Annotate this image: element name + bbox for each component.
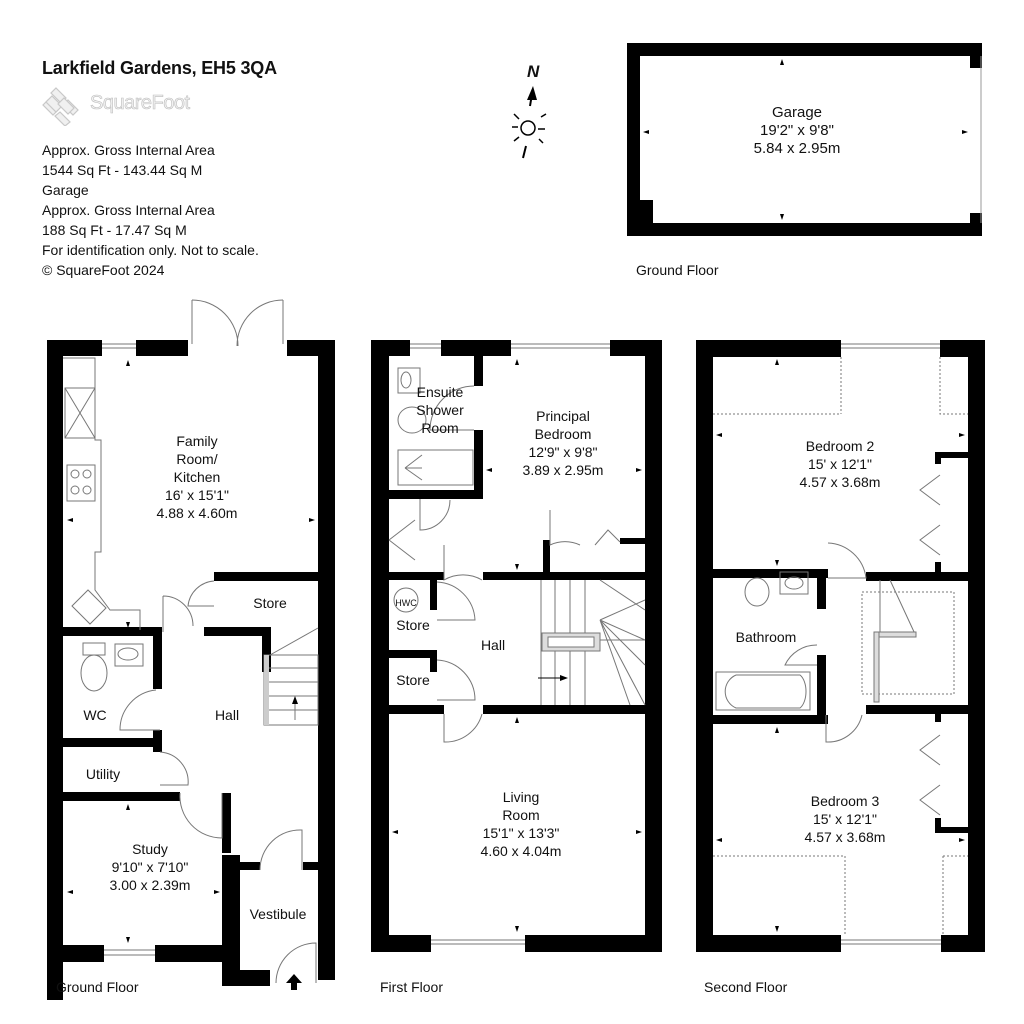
info-line: Approx. Gross Internal Area [42, 202, 215, 218]
room-imperial: 19'2" x 9'8" [760, 122, 834, 139]
info-line: Approx. Gross Internal Area [42, 142, 215, 158]
ground-floor-label: Ground Floor [56, 979, 139, 995]
room-label-hall: Hall [214, 707, 240, 723]
room-name: Principal [536, 408, 590, 424]
first-floor-plan [371, 340, 662, 952]
second-floor-label: Second Floor [704, 979, 788, 995]
room-name: Bedroom [534, 426, 592, 442]
room-metric: 3.89 x 2.95m [522, 462, 604, 478]
second-floor-plan [696, 340, 985, 952]
room-imperial: 12'9" x 9'8" [528, 444, 598, 460]
room-label-vestibule: Vestibule [249, 906, 307, 922]
room-name: Garage [771, 104, 823, 121]
room-label-hall-first: Hall [480, 637, 506, 653]
room-name: Room/ [176, 451, 218, 467]
room-name: Bedroom 3 [810, 793, 880, 809]
info-line: For identification only. Not to scale. [42, 242, 259, 258]
room-label-family-kitchen: Family Room/ Kitchen 16' x 15'1" 4.88 x … [157, 432, 238, 522]
room-label-wc: WC [83, 707, 107, 723]
first-floor-label: First Floor [380, 979, 443, 995]
room-label-ensuite: Ensuite Shower Room [416, 383, 463, 437]
room-name: Room [502, 807, 540, 823]
room-name: Ensuite [416, 384, 464, 400]
ground-floor-plan [47, 299, 335, 1000]
room-name: Kitchen [173, 469, 221, 485]
room-label-bedroom-2: Bedroom 2 15' x 12'1" 4.57 x 3.68m [800, 437, 881, 491]
room-label-store-2: Store [396, 672, 430, 688]
room-metric: 4.57 x 3.68m [804, 829, 886, 845]
room-label-living-room: Living Room 15'1" x 13'3" 4.60 x 4.04m [481, 788, 562, 860]
info-line: 1544 Sq Ft - 143.44 Sq M [42, 162, 203, 178]
room-name: Shower [416, 402, 464, 418]
info-line: © SquareFoot 2024 [42, 262, 165, 278]
room-label-utility: Utility [85, 766, 121, 782]
room-name: Living [502, 789, 540, 805]
room-imperial: 16' x 15'1" [164, 487, 230, 503]
info-line: Garage [42, 182, 89, 198]
room-metric: 5.84 x 2.95m [753, 140, 841, 157]
area-info: Approx. Gross Internal Area 1544 Sq Ft -… [42, 140, 259, 280]
info-line: 188 Sq Ft - 17.47 Sq M [42, 222, 187, 238]
room-name: Room [421, 420, 459, 436]
room-metric: 4.57 x 3.68m [799, 474, 881, 490]
room-imperial: 15' x 12'1" [807, 456, 873, 472]
garage-floor-label: Ground Floor [636, 262, 719, 278]
squarefoot-logo: SquareFoot [42, 86, 242, 126]
room-metric: 4.88 x 4.60m [156, 505, 238, 521]
room-metric: 3.00 x 2.39m [109, 877, 191, 893]
room-imperial: 15'1" x 13'3" [482, 825, 560, 841]
room-label-principal-bedroom: Principal Bedroom 12'9" x 9'8" 3.89 x 2.… [523, 407, 604, 479]
hwc-label: HWC [395, 598, 417, 608]
room-imperial: 9'10" x 7'10" [111, 859, 189, 875]
compass-north-label: N [527, 62, 540, 81]
room-label-store: Store [253, 595, 287, 611]
room-name: Family [176, 433, 218, 449]
property-title: Larkfield Gardens, EH5 3QA [42, 58, 277, 78]
logo-text: SquareFoot [90, 92, 191, 115]
room-name: Bedroom 2 [805, 438, 875, 454]
room-name: Study [132, 841, 168, 857]
room-label-store-1: Store [396, 617, 430, 633]
squarefoot-logo-icon [42, 87, 79, 126]
room-label-bathroom: Bathroom [735, 629, 797, 645]
room-imperial: 15' x 12'1" [812, 811, 878, 827]
room-label-garage: Garage 19'2" x 9'8" 5.84 x 2.95m [754, 104, 841, 158]
room-label-study: Study 9'10" x 7'10" 3.00 x 2.39m [110, 840, 191, 894]
room-label-bedroom-3: Bedroom 3 15' x 12'1" 4.57 x 3.68m [805, 792, 886, 846]
garage-plan [627, 43, 982, 236]
north-arrow-sun-icon [512, 86, 547, 159]
room-metric: 4.60 x 4.04m [480, 843, 562, 859]
